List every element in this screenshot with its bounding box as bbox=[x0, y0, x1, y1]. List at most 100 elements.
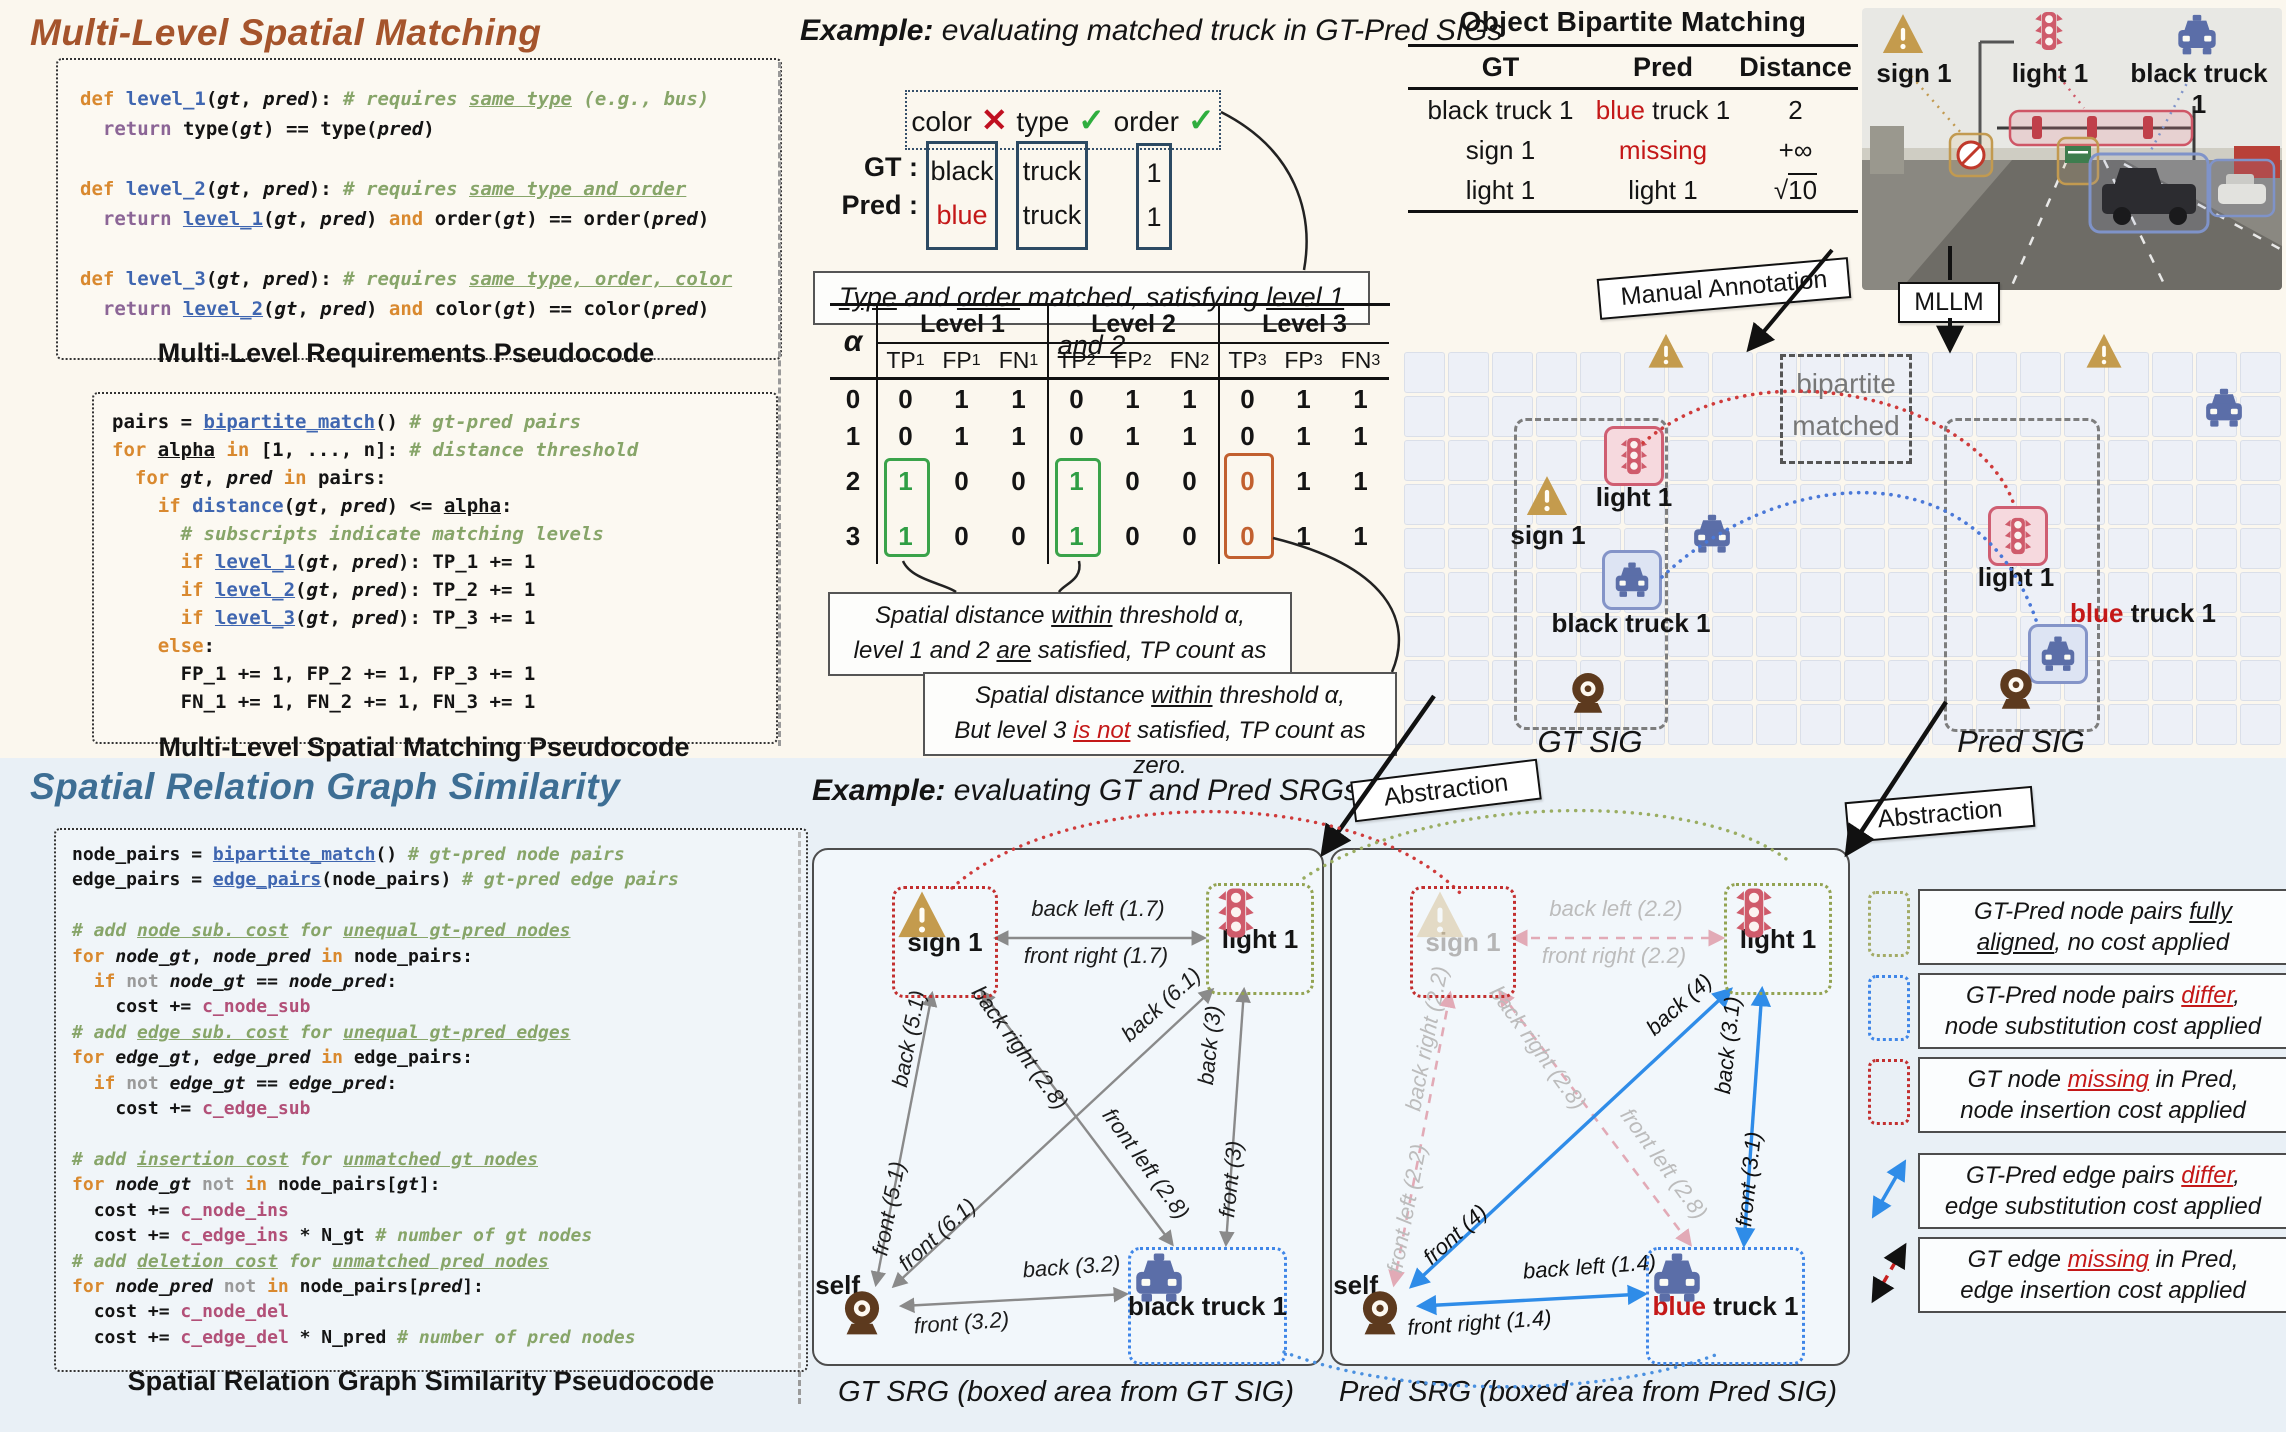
multi-level-requirements-pseudocode-block: def level_1(gt, pred): # requires same t… bbox=[56, 58, 782, 360]
obm-gt-cell: sign 1 bbox=[1465, 134, 1536, 165]
gt-order-value: 1 bbox=[1146, 158, 1162, 188]
example-title-srgs: Example: evaluating GT and Pred SRGs bbox=[812, 774, 1359, 808]
obm-pred-cell: missing bbox=[1618, 134, 1708, 165]
grid-cell bbox=[2108, 572, 2149, 613]
traffic-light-icon bbox=[2028, 10, 2070, 52]
grid-cell bbox=[1668, 616, 1709, 657]
obm-distance-cell: √10 bbox=[1773, 172, 1818, 205]
srg-edge-label: back (6.1) bbox=[1116, 962, 1205, 1046]
grid-cell bbox=[1492, 660, 1533, 701]
code-line: FP_1 += 1, FP_2 += 1, FP_3 += 1 bbox=[180, 663, 536, 685]
grid-cell bbox=[2196, 572, 2237, 613]
grid-cell bbox=[1800, 704, 1841, 745]
example-rest: evaluating GT and Pred SRGs bbox=[945, 774, 1359, 807]
srg-edge-label: front right (2.2) bbox=[1542, 943, 1686, 968]
grid-cell bbox=[1404, 440, 1445, 481]
truck-icon bbox=[2174, 12, 2220, 58]
check-order: order ✓ bbox=[1113, 102, 1215, 138]
example-title-sigs: Example: evaluating matched truck in GT-… bbox=[800, 14, 1503, 48]
grid-cell bbox=[1448, 352, 1489, 393]
attr-box-type: truck truck bbox=[1016, 141, 1088, 250]
obm-pred-cell: light 1 bbox=[1628, 174, 1698, 205]
count-cell: 0 bbox=[876, 418, 933, 454]
obm-distance-cell: +∞ bbox=[1778, 134, 1813, 165]
obm-distance-cell: 2 bbox=[1788, 94, 1803, 125]
grid-cell bbox=[1888, 704, 1929, 745]
grid-cell bbox=[1536, 704, 1577, 745]
grid-cell bbox=[1800, 572, 1841, 613]
note-type-order-matched: Type and order matched, satisfying level… bbox=[813, 271, 1370, 360]
grid-cell bbox=[1712, 572, 1753, 613]
node-label: black truck 1 bbox=[1128, 1290, 1287, 1321]
attribute-checks-box: color ✕type ✓order ✓ bbox=[905, 90, 1221, 150]
grid-cell bbox=[2152, 528, 2193, 569]
code-caption: Multi-Level Spatial Matching Pseudocode bbox=[158, 732, 690, 762]
traffic-light-icon bbox=[1998, 516, 2038, 556]
photo-label-black-truck-1: black truck 1 bbox=[2130, 58, 2268, 119]
grid-cell bbox=[1932, 352, 1973, 393]
grid-cell bbox=[1712, 440, 1753, 481]
grid-cell bbox=[1492, 704, 1533, 745]
grid-cell bbox=[2152, 616, 2193, 657]
count-cell: 1 bbox=[1125, 383, 1140, 414]
gt-srg-caption: GT SRG (boxed area from GT SIG) bbox=[837, 1376, 1295, 1408]
code-line: def level_3(gt, pred): # requires same t… bbox=[80, 268, 733, 290]
grid-cell bbox=[1844, 352, 1885, 393]
grid-cell bbox=[1492, 572, 1533, 613]
camera-icon bbox=[836, 1288, 888, 1340]
pred-color-value: blue bbox=[936, 200, 988, 230]
legend-item: GT node missing in Pred,node insertion c… bbox=[1918, 1057, 2286, 1133]
street-scene-graphic bbox=[1862, 8, 2282, 290]
code-line: if level_3(gt, pred): TP_3 += 1 bbox=[180, 607, 536, 629]
count-cell: 0 bbox=[1047, 380, 1104, 418]
obm-header-row: GT Pred Distance bbox=[1408, 47, 1858, 87]
grid-cell bbox=[1448, 440, 1489, 481]
pred-order-value: 1 bbox=[1146, 202, 1162, 232]
count-cell: 0 bbox=[954, 466, 969, 496]
grid-cell bbox=[1976, 704, 2017, 745]
srg-edge-label: back (3.2) bbox=[1022, 1251, 1121, 1283]
grid-cell bbox=[2108, 396, 2149, 437]
grid-cell bbox=[1404, 352, 1445, 393]
code-line: for node_pred not in node_pairs[pred]: bbox=[72, 1275, 484, 1297]
count-cell: 1 bbox=[1182, 420, 1197, 451]
grid-cell bbox=[1404, 616, 1445, 657]
tp2-highlight-box bbox=[1055, 458, 1101, 557]
count-cell: 1 bbox=[1182, 383, 1197, 414]
grid-cell bbox=[1624, 616, 1665, 657]
grid-cell bbox=[2152, 352, 2193, 393]
grid-cell bbox=[1536, 528, 1577, 569]
grid-cell bbox=[1404, 704, 1445, 745]
count-cell: 1 bbox=[1296, 521, 1311, 551]
gt-srg-node-light: light 1 bbox=[1206, 883, 1314, 995]
grid-cell bbox=[2196, 616, 2237, 657]
grid-cell bbox=[1888, 572, 1929, 613]
code-line: for gt, pred in pairs: bbox=[134, 467, 387, 489]
legend-marker-green-box bbox=[1868, 891, 1912, 957]
srg-edge-label: back left (1.4) bbox=[1522, 1249, 1657, 1283]
count-cell: 0 bbox=[1047, 418, 1104, 454]
obm-title: Object Bipartite Matching bbox=[1459, 6, 1807, 37]
code-line: return type(gt) == type(pred) bbox=[80, 118, 435, 140]
grid-cell bbox=[1756, 528, 1797, 569]
grid-cell bbox=[1492, 616, 1533, 657]
srg-edge bbox=[891, 987, 1215, 1289]
grid-cell bbox=[2020, 704, 2061, 745]
count-cell: 1 bbox=[1125, 420, 1140, 451]
count-cell: 1 bbox=[876, 454, 933, 509]
truck-icon bbox=[1612, 560, 1652, 600]
count-cell: 1 bbox=[876, 509, 933, 564]
code-caption: Spatial Relation Graph Similarity Pseudo… bbox=[127, 1366, 715, 1396]
grid-cell bbox=[1756, 660, 1797, 701]
grid-cell bbox=[2152, 440, 2193, 481]
note-line: But level 3 is not satisfied, TP count a… bbox=[954, 717, 1366, 779]
example-prefix: Example: bbox=[812, 774, 946, 807]
grid-cell bbox=[2152, 396, 2193, 437]
srg-similarity-pseudocode-block: node_pairs = bipartite_match() # gt-pred… bbox=[54, 828, 808, 1372]
note-line: Spatial distance within threshold α, bbox=[975, 682, 1345, 709]
